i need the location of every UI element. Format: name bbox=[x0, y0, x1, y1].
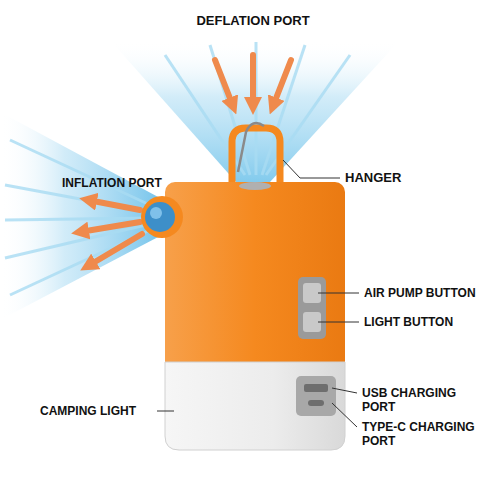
pump-body bbox=[165, 182, 345, 372]
deflation-arrow bbox=[250, 55, 256, 106]
inflation-arrow bbox=[88, 200, 140, 210]
hanger-loop bbox=[232, 128, 280, 186]
part-label: CAMPING LIGHT bbox=[40, 404, 136, 418]
leader-line bbox=[157, 411, 174, 412]
port-cover bbox=[296, 376, 336, 416]
air-flow-left bbox=[0, 112, 160, 320]
leader-line bbox=[318, 322, 359, 323]
leader-line bbox=[318, 293, 359, 294]
air-streak bbox=[10, 230, 150, 295]
leader-line bbox=[283, 160, 340, 178]
part-label: DEFLATION PORT bbox=[196, 14, 309, 28]
part-label: LIGHT BUTTON bbox=[364, 315, 453, 329]
part-label: AIR PUMP BUTTON bbox=[364, 286, 476, 300]
air-streak bbox=[10, 140, 150, 205]
leader-line bbox=[332, 403, 357, 427]
deflation-port-opening bbox=[239, 182, 271, 190]
deflation-arrow bbox=[273, 60, 291, 106]
type-c-port bbox=[308, 400, 324, 406]
inflation-port-glint bbox=[150, 207, 162, 219]
button-panel bbox=[298, 277, 326, 339]
inflation-arrow bbox=[80, 222, 140, 232]
inflation-port-ring bbox=[141, 196, 183, 238]
part-label: HANGER bbox=[345, 171, 401, 185]
air-streaks-top bbox=[165, 42, 350, 175]
air-streak bbox=[5, 218, 150, 220]
leader-line bbox=[332, 388, 357, 393]
air-flow-top bbox=[110, 40, 400, 182]
carabiner-clip bbox=[238, 123, 264, 172]
usb-port bbox=[304, 384, 328, 392]
inflation-port-opening bbox=[145, 202, 175, 232]
camping-light-shade bbox=[165, 362, 345, 450]
deflation-arrow bbox=[215, 60, 233, 106]
air-streaks-left bbox=[5, 140, 150, 295]
inflation-arrow bbox=[88, 234, 142, 266]
part-label: INFLATION PORT bbox=[62, 176, 162, 190]
leader-lines bbox=[157, 160, 359, 427]
part-label: USB CHARGING PORT bbox=[362, 386, 480, 414]
part-label: TYPE-C CHARGING PORT bbox=[362, 420, 480, 448]
